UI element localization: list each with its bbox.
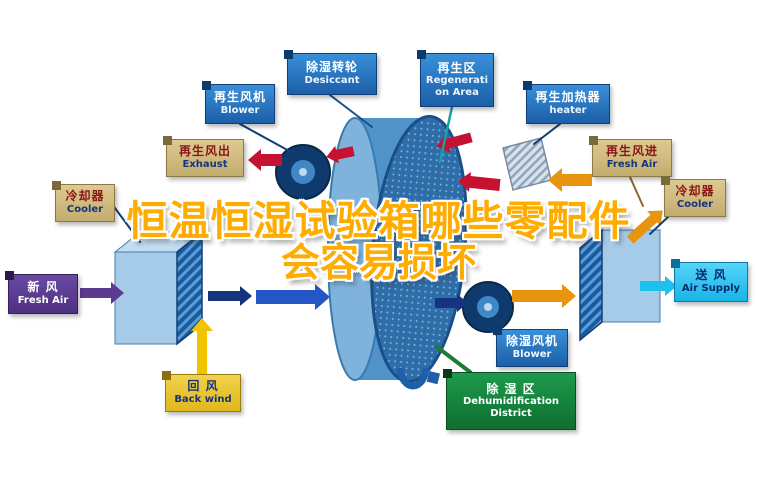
regeneration-fan: [275, 144, 331, 200]
arrow-regen-in: [548, 168, 592, 192]
label-desiccant-wheel-en: Desiccant: [304, 75, 360, 87]
label-dehumid-district: 除 湿 区 Dehumidification District: [443, 369, 576, 430]
label-regen-heater-en: heater: [549, 105, 587, 117]
right-coil-unit: [578, 228, 662, 342]
arrow-wheel-to-regen-fan: [326, 145, 355, 164]
label-dehumid-blower-en: Blower: [512, 349, 552, 361]
label-fresh-air: 新 风 Fresh Air: [5, 271, 78, 314]
arrow-heater-to-wheel: [458, 172, 501, 192]
arrow-air-supply: [640, 276, 677, 296]
label-cooler-left: 冷却器 Cooler: [52, 181, 115, 222]
label-regen-blower: 再生风机 Blower: [202, 81, 275, 124]
label-regeneration-area: 再生区 Regeneration Area: [417, 50, 494, 107]
label-cooler-left-zh: 冷却器: [65, 189, 105, 204]
page-title-line1: 恒温恒湿试验箱哪些零配件: [126, 197, 631, 245]
label-exhaust-zh: 再生风出: [178, 144, 231, 159]
arrow-process-1: [208, 286, 252, 306]
arrow-cooler-up: [626, 210, 663, 244]
desiccant-wheel: [327, 114, 468, 384]
arrow-exhaust: [248, 149, 282, 171]
label-back-wind-en: Back wind: [174, 394, 232, 406]
label-fresh-air-en: Fresh Air: [17, 295, 69, 307]
arrow-back-wind: [191, 318, 213, 374]
label-regen-heater: 再生加热器 heater: [523, 81, 610, 124]
label-connectors: [111, 94, 669, 374]
pipe-bracket: [396, 367, 441, 390]
label-air-supply-zh: 送 风: [695, 268, 727, 283]
label-desiccant-wheel-zh: 除湿转轮: [305, 60, 358, 75]
label-exhaust-en: Exhaust: [182, 159, 228, 171]
label-cooler-right-zh: 冷却器: [675, 184, 715, 199]
label-desiccant-wheel: 除湿转轮 Desiccant: [284, 50, 377, 95]
label-dehumid-blower-zh: 除湿风机: [505, 334, 558, 349]
label-dehumid-blower: 除湿风机 Blower: [493, 326, 568, 367]
label-dehumid-district-zh: 除 湿 区: [486, 381, 536, 396]
label-dehumid-district-en: Dehumidification District: [462, 396, 560, 419]
label-cooler-right: 冷却器 Cooler: [661, 176, 726, 217]
label-regen-fresh-air: 再生风进 Fresh Air: [589, 136, 672, 177]
label-regen-fresh-air-zh: 再生风进: [605, 144, 658, 159]
label-exhaust: 再生风出 Exhaust: [163, 136, 244, 177]
label-air-supply: 送 风 Air Supply: [671, 259, 748, 302]
label-regen-fresh-air-en: Fresh Air: [606, 159, 658, 171]
label-back-wind-zh: 回 风: [187, 379, 219, 394]
label-cooler-right-en: Cooler: [676, 199, 714, 211]
label-regeneration-area-en: Regeneration Area: [425, 75, 489, 98]
page-title-line2: 会容易损坏: [280, 241, 476, 287]
heater-block: [502, 137, 552, 191]
label-regeneration-area-zh: 再生区: [437, 60, 477, 75]
label-back-wind: 回 风 Back wind: [162, 371, 241, 412]
arrow-wheel-to-fan: [435, 294, 468, 312]
label-fresh-air-zh: 新 风: [27, 280, 59, 295]
arrow-fan-to-unit: [512, 284, 576, 308]
arrow-fresh-air: [80, 282, 124, 304]
label-air-supply-en: Air Supply: [681, 283, 741, 295]
label-regen-blower-zh: 再生风机: [213, 90, 266, 105]
label-cooler-left-en: Cooler: [66, 204, 104, 216]
dehumidification-fan: [462, 281, 514, 333]
left-coil-unit: [113, 230, 204, 346]
label-regen-blower-en: Blower: [220, 105, 260, 117]
page-title: 恒温恒湿试验箱哪些零配件 会容易损坏: [0, 197, 757, 287]
label-regen-heater-zh: 再生加热器: [535, 90, 601, 105]
arrow-process-2: [256, 284, 330, 310]
